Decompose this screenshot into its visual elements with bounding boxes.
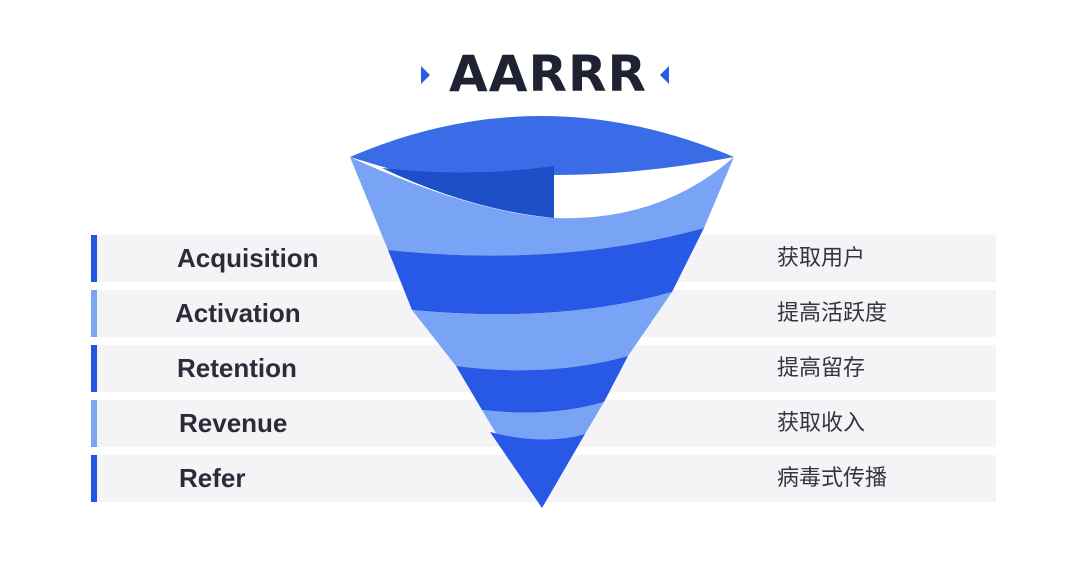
stage-english-label: Refer [179,463,246,493]
stage-bar [91,400,97,447]
stage-bar [91,455,97,502]
stage-row-retention: Retention 提高留存 [91,345,996,392]
title-left-triangle-icon [421,66,430,84]
stage-english-label: Activation [175,298,301,328]
stage-bar [91,290,97,337]
stage-english-label: Retention [177,353,297,383]
funnel-rim [350,116,734,218]
stage-chinese-label: 提高活跃度 [777,301,888,326]
stage-row-acquisition: Acquisition 获取用户 [91,235,996,282]
stage-row-activation: Activation 提高活跃度 [91,290,996,337]
page-title: AARRR [449,45,647,103]
stage-chinese-label: 获取收入 [777,411,866,436]
title-right-triangle-icon [660,66,669,84]
stage-chinese-label: 获取用户 [777,246,866,271]
stage-bar [91,235,97,282]
stage-row-revenue: Revenue 获取收入 [91,400,996,447]
funnel-inner-fold [382,166,554,218]
stage-english-label: Acquisition [177,243,319,273]
stage-chinese-label: 提高留存 [777,356,866,381]
funnel-opening [554,199,690,219]
title-area: AARRR [0,40,1080,110]
stage-bar [91,345,97,392]
stage-row-refer: Refer 病毒式传播 [91,455,996,502]
stage-chinese-label: 病毒式传播 [777,466,888,491]
stage-english-label: Revenue [179,408,288,438]
